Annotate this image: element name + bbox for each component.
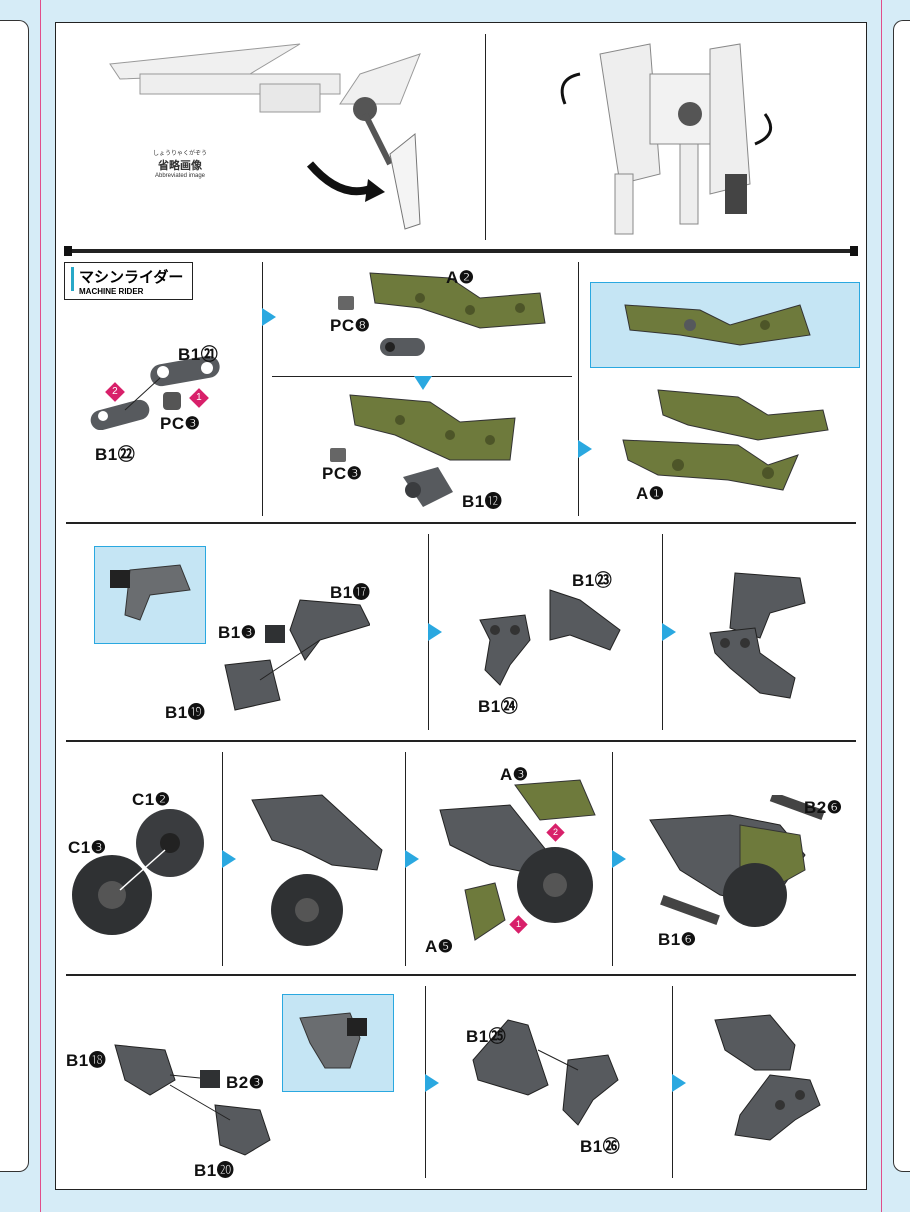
a1-olive-assembly [622,389,829,491]
trim-line-left [40,0,41,1212]
step-arrow [262,308,276,326]
part-label-b1-21: B1㉑ [178,345,219,364]
b1-18-b1-20-assembly [114,1044,271,1156]
row4-result-assembly [714,1014,821,1141]
separator-cap-left [64,246,72,256]
part-label-c1-2: C1❷ [132,790,171,809]
section-separator [66,249,856,253]
b1-21-b1-22-parts [90,355,220,430]
part-label-c1-3: C1❸ [68,838,107,857]
step-arrow [672,1074,686,1092]
weapon-unit-drawing [109,43,421,230]
step-arrow [612,850,626,868]
adjacent-page-left [0,20,29,1172]
part-label-b1-24: B1㉔ [478,697,519,716]
callout-grey-part [110,564,191,621]
step-arrow-down [414,376,432,390]
row-separator [66,974,856,976]
a2-olive-part-assembled [349,394,516,461]
wheel-parts [72,809,204,935]
part-label-a5: A❺ [425,937,454,956]
a3-a5-assembly [439,779,596,941]
row-separator [66,740,856,742]
part-label-b1-3: B1❸ [218,623,257,642]
b1-17-b1-19-assembly [224,599,370,711]
abbrev-en: Abbreviated image [154,173,206,179]
part-label-b1-26: B1㉖ [580,1137,621,1156]
callout-grey-part-2 [299,1012,367,1069]
abbrev-ruby: しょうりゃくがぞう [152,151,207,157]
part-label-pc3: PC❸ [160,414,201,433]
adjacent-page-right [893,20,910,1172]
abbrev-jp: 省略画像 [158,160,202,172]
section-title-en: MACHINE RIDER [79,287,144,296]
section-tag-bar [71,267,74,291]
pc8-part [338,296,354,310]
part-label-b1-23: B1㉓ [572,571,613,590]
step-arrow [578,440,592,458]
part-label-a1: A❶ [636,484,665,503]
abbreviated-image-note: しょうりゃくがぞう 省略画像 Abbreviated image [140,148,220,179]
b1-23-b1-24-assembly [479,589,621,686]
frame-and-wheel [251,794,383,946]
part-label-b1-19: B1⓳ [165,703,206,722]
separator-cap-right [850,246,858,256]
part-label-b1-18: B1⓲ [66,1051,107,1070]
b1-25-b1-26-assembly [472,1019,619,1126]
top-divider [485,34,486,240]
part-label-b1-22: B1㉒ [95,445,136,464]
b1-12-small-part [380,338,425,356]
part-label-b2-3: B2❸ [226,1073,265,1092]
step-arrow [662,623,676,641]
step-arrow [428,623,442,641]
row1-divider-1 [262,262,263,516]
step-arrow [405,850,419,868]
row-separator [66,522,856,524]
section-tag: マシンライダー MACHINE RIDER [64,262,193,300]
part-label-pc3-b: PC❸ [322,464,363,483]
row1-divider-2 [578,262,579,516]
part-label-b1-17: B1⓱ [330,583,371,602]
part-label-pc8: PC❽ [330,316,371,335]
part-label-b1-6: B1❻ [658,930,697,949]
part-label-a2: A❷ [446,268,475,287]
section-title-jp: マシンライダー [79,269,184,286]
rear-wheel-assembly [649,795,825,927]
a2-olive-part [369,272,546,329]
pc3-part [330,448,346,462]
part-label-b1-20: B1⓴ [194,1161,235,1180]
assembled-unit-drawing [560,43,773,235]
step-arrow [425,1074,439,1092]
step-arrow [222,850,236,868]
callout-olive-part [624,304,811,346]
part-label-b2-6: B2❻ [804,798,843,817]
trim-line-right [881,0,882,1212]
row2-result-assembly [709,572,806,699]
part-label-a3: A❸ [500,765,529,784]
part-label-b1-12: B1⓬ [462,492,503,511]
part-label-b1-25: B1㉕ [466,1027,507,1046]
b1-12-part [403,467,453,507]
